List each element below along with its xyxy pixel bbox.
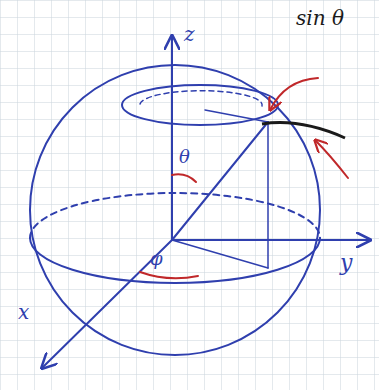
axis-label: x: [18, 302, 29, 322]
callout-label: sin θ: [296, 8, 344, 28]
equator-front: [30, 238, 320, 283]
axis-label: z: [184, 24, 195, 44]
latitude-circle: [122, 85, 278, 125]
small-radius: [205, 110, 268, 122]
angle-label: φ: [150, 250, 163, 268]
pointer-arrow: [270, 78, 318, 110]
radius-line: [172, 122, 268, 240]
pointer-arrow: [315, 140, 348, 178]
latitude-inner: [140, 91, 262, 106]
theta-arc: [172, 174, 196, 182]
x-axis: [42, 240, 172, 368]
sphere-outline: [30, 65, 320, 355]
z-axis: [171, 36, 173, 240]
projection-line: [267, 122, 269, 268]
axis-label: y: [340, 252, 352, 274]
projection-base: [172, 240, 268, 268]
y-axis: [172, 239, 370, 241]
equator-back: [30, 193, 320, 238]
angle-label: θ: [179, 148, 190, 166]
arc-element: [262, 123, 345, 138]
phi-arc: [140, 272, 198, 278]
